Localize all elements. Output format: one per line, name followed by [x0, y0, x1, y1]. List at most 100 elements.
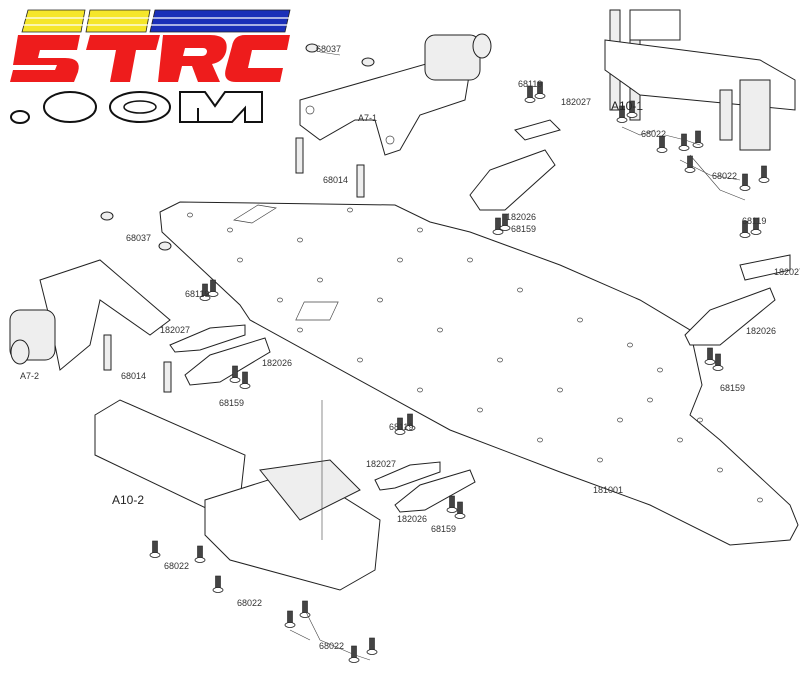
label-182027-right: 182027	[774, 267, 800, 277]
label-68119-top: 68119	[518, 79, 543, 89]
label-68014-top: 68014	[323, 175, 349, 185]
chassis-hole	[437, 327, 443, 333]
chassis-hole	[317, 277, 323, 283]
chassis-hole	[357, 357, 363, 363]
screw-icon	[404, 413, 416, 431]
label-68119-right: 68119	[742, 216, 767, 226]
label-182026-top: 182026	[506, 212, 537, 222]
label-a7-2: A7-2	[20, 371, 40, 381]
screw-icon	[626, 100, 638, 118]
screw-icon	[616, 105, 628, 123]
label-68159-center: 68159	[431, 524, 457, 534]
label-68159-left: 68159	[219, 398, 245, 408]
servo-tower-a10-1	[604, 9, 796, 151]
battery-box-a10-2	[94, 399, 381, 591]
chassis-hole	[417, 387, 423, 393]
chassis-hole	[477, 407, 483, 413]
label-68159-top: 68159	[511, 224, 537, 234]
screw-icon	[499, 213, 511, 231]
screw-icon	[678, 133, 690, 151]
label-68037-top: 68037	[316, 44, 342, 54]
screw-icon	[446, 495, 458, 513]
chassis-hole	[187, 212, 193, 218]
screw-icon	[207, 279, 219, 297]
label-68022-box-c: 68022	[319, 641, 345, 651]
arm-a7-1	[295, 33, 492, 198]
chassis-hole	[417, 227, 423, 233]
label-a10-2: A10-2	[112, 493, 145, 507]
screw-icon	[492, 217, 504, 235]
chassis-hole	[517, 287, 523, 293]
screw-icon	[149, 540, 161, 558]
label-182027-left: 182027	[160, 325, 191, 335]
chassis-hole	[347, 207, 353, 213]
chassis-hole	[697, 417, 703, 423]
chassis-hole	[757, 497, 763, 503]
label-68022-tower-b: 68022	[712, 171, 738, 181]
chassis-hole	[577, 317, 583, 323]
chassis-hole	[467, 257, 473, 263]
screw-icon	[229, 365, 241, 383]
screw-icon	[739, 220, 751, 238]
chassis-hole	[557, 387, 563, 393]
screw-icon	[199, 283, 211, 301]
chassis-hole	[657, 367, 663, 373]
screw-icon	[758, 165, 770, 183]
chassis-hole	[237, 257, 243, 263]
chassis-hole	[597, 457, 603, 463]
label-68014-left: 68014	[121, 371, 147, 381]
label-182026-center: 182026	[397, 514, 428, 524]
label-a10-1: A10-1	[611, 99, 644, 113]
chassis-plate	[159, 201, 799, 546]
screw-icon	[524, 85, 536, 103]
chassis-hole	[627, 342, 633, 348]
screw-icon	[212, 575, 224, 593]
label-182027-top: 182027	[561, 97, 592, 107]
chassis-hole	[227, 227, 233, 233]
label-68119-left: 68119	[185, 289, 210, 299]
screw-icon	[704, 347, 716, 365]
chassis-hole	[617, 417, 623, 423]
chassis-hole	[677, 437, 683, 443]
label-68159-right: 68159	[720, 383, 746, 393]
screw-icon	[684, 155, 696, 173]
label-68119-center: 68119	[389, 422, 414, 432]
label-182026-left: 182026	[262, 358, 293, 368]
screw-icon	[656, 135, 668, 153]
chassis-hole	[647, 397, 653, 403]
label-a7-1: A7-1	[358, 113, 378, 123]
chassis-hole	[297, 237, 303, 243]
leader-lines	[289, 126, 746, 661]
screw-icon	[534, 81, 546, 99]
screw-icon	[284, 610, 296, 628]
label-182027-center: 182027	[366, 459, 397, 469]
label-68022-box-b: 68022	[237, 598, 263, 608]
screw-icon	[366, 637, 378, 655]
screw-icon	[750, 217, 762, 235]
label-68037-left: 68037	[126, 233, 152, 243]
chassis-hole	[377, 297, 383, 303]
label-182026-right: 182026	[746, 326, 777, 336]
label-68022-box-a: 68022	[164, 561, 190, 571]
screw-icon	[454, 501, 466, 519]
screw-icon	[299, 600, 311, 618]
body-mounts	[169, 119, 791, 513]
chassis-hole	[277, 297, 283, 303]
chassis-hole	[497, 357, 503, 363]
screw-icon	[348, 645, 360, 663]
label-181001-chassis: 181001	[593, 485, 624, 495]
screw-icon	[239, 371, 251, 389]
chassis-hole	[717, 467, 723, 473]
screw-icon	[394, 417, 406, 435]
screw-icon	[739, 173, 751, 191]
chassis-hole	[537, 437, 543, 443]
screw-icon	[194, 545, 206, 563]
chassis-hole	[397, 257, 403, 263]
chassis-hole	[297, 327, 303, 333]
logo	[10, 9, 291, 124]
screw-icon	[712, 353, 724, 371]
screw-icon	[692, 130, 704, 148]
arm-a7-2	[9, 211, 172, 393]
